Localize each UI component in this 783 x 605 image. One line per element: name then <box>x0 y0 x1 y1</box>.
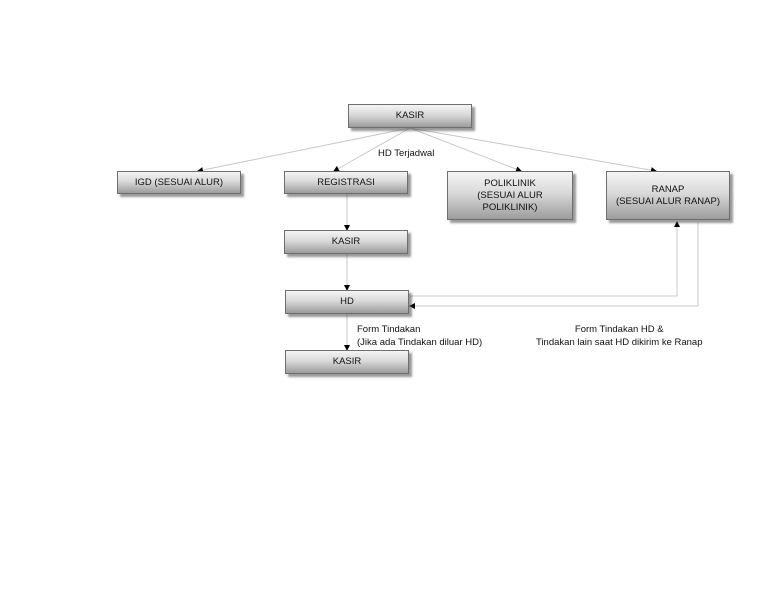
poliklinik-node: POLIKLINIK (SESUAI ALUR POLIKLINIK) <box>447 171 573 220</box>
form-tindakan-hd-label: Form Tindakan HD & Tindakan lain saat HD… <box>536 324 703 348</box>
kasir-mid-node: KASIR <box>284 230 408 254</box>
kasir-bottom-node: KASIR <box>285 350 409 374</box>
connector-kasir-ranap <box>409 127 657 174</box>
connector-kasir-registrasi <box>333 127 411 172</box>
connector-kasir-igd <box>197 127 411 173</box>
kasir-top-node: KASIR <box>348 104 472 128</box>
igd-node: IGD (SESUAI ALUR) <box>117 171 241 194</box>
connector-kasir-poliklinik <box>409 127 522 172</box>
connector-hd-ranap <box>410 221 680 297</box>
ranap-node: RANAP (SESUAI ALUR RANAP) <box>606 171 730 220</box>
registrasi-node: REGISTRASI <box>284 171 408 194</box>
hd-node: HD <box>285 290 409 314</box>
hd-terjadwal-label: HD Terjadwal <box>378 148 435 159</box>
form-tindakan-label: Form Tindakan (Jika ada Tindakan diluar … <box>357 324 483 348</box>
connector-ranap-hd <box>409 222 699 309</box>
